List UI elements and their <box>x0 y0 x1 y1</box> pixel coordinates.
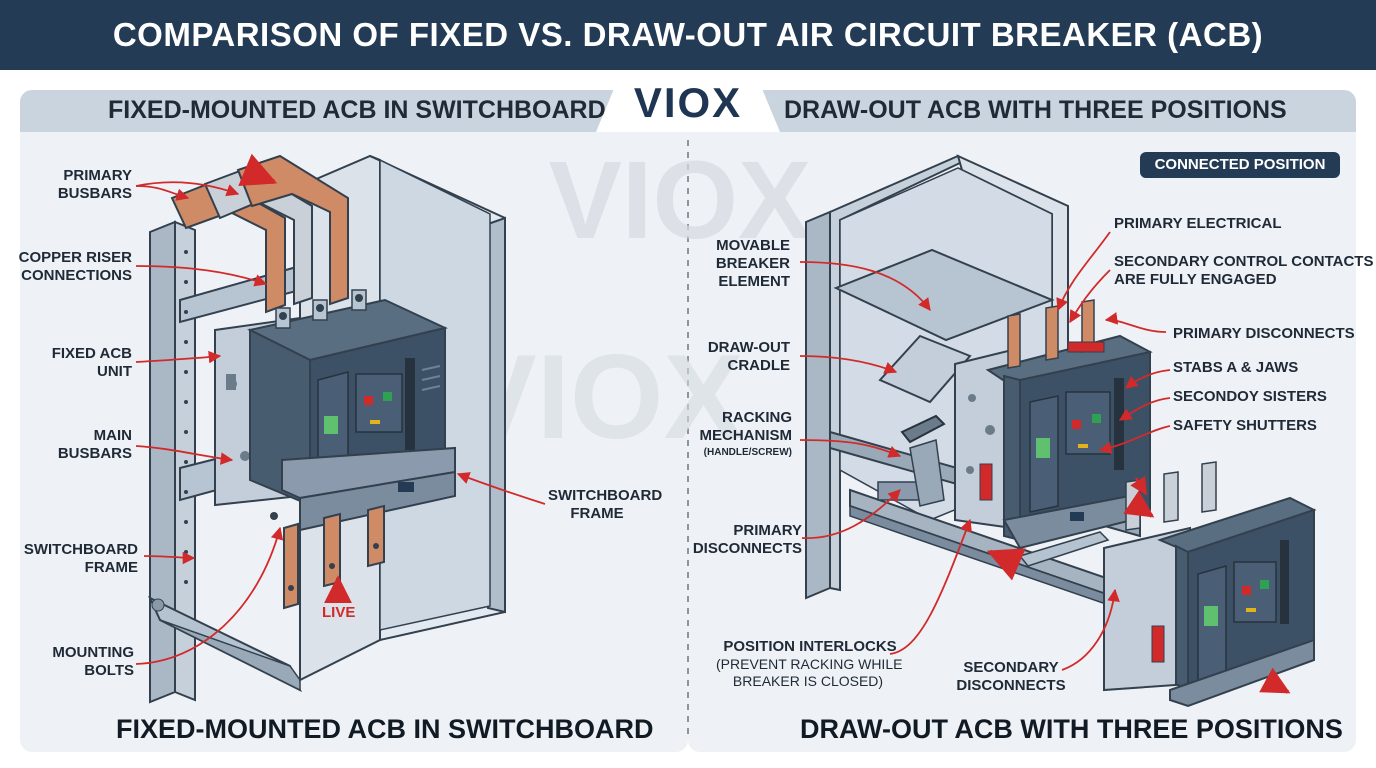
title-bar: COMPARISON OF FIXED VS. DRAW-OUT AIR CIR… <box>0 0 1376 123</box>
racking-handle <box>877 414 946 507</box>
label-secondary-disconnects: SECONDARY DISCONNECTS <box>956 659 1066 694</box>
page-title: COMPARISON OF FIXED VS. DRAW-OUT AIR CIR… <box>112 16 1264 123</box>
label-draw-out-cradle: DRAW-OUT CRADLE <box>707 339 790 374</box>
label-switchboard-frame-right: SWITCHBOARD FRAME <box>548 487 663 522</box>
watermark-top: VIOX <box>549 139 812 262</box>
movable-breaker-connected <box>954 299 1153 550</box>
label-mounting-bolts: MOUNTING BOLTS <box>52 644 134 679</box>
label-position-interlocks: POSITION INTERLOCKS <box>723 638 897 655</box>
left-leaders <box>135 153 546 665</box>
right-leaders <box>799 231 1291 694</box>
label-fixed-acb-unit: FIXED ACB UNIT <box>51 345 132 380</box>
label-secondary-control: SECONDARY CONTROL CONTACTS ARE FULLY ENG… <box>1114 253 1374 288</box>
frame-holes <box>184 250 188 584</box>
label-switchboard-frame-left: SWITCHBOARD FRAME <box>23 541 138 576</box>
label-stabs-jaws: STABS A & JAWS <box>1173 359 1299 376</box>
label-primary-disconnects-right: PRIMARY DISCONNECTS <box>1173 325 1355 342</box>
label-racking-sub: (HANDLE/SCREW) <box>703 447 792 458</box>
label-primary-electrical: PRIMARY ELECTRICAL <box>1114 215 1282 232</box>
right-panel-title: DRAW-OUT ACB WITH THREE POSITIONS <box>784 96 1287 124</box>
label-racking-mechanism: RACKING MECHANISM <box>699 409 793 444</box>
connected-position-badge: CONNECTED POSITION <box>1140 152 1340 178</box>
fixed-acb-unit <box>214 289 456 532</box>
label-secondoy-sisters: SECONDOY SISTERS <box>1173 388 1327 405</box>
label-live: LIVE <box>322 604 356 621</box>
label-main-busbars: MAIN BUSBARS <box>57 427 132 462</box>
label-primary-disconnects-left: PRIMARY DISCONNECTS <box>692 522 802 557</box>
main-busbars <box>270 504 385 610</box>
primary-busbars <box>170 154 349 314</box>
left-panel-title: FIXED-MOUNTED ACB IN SWITCHBOARD <box>108 96 606 124</box>
right-panel-footer: DRAW-OUT ACB WITH THREE POSITIONS <box>800 714 1343 744</box>
logo-tab <box>596 84 780 132</box>
label-position-interlocks-sub: (PREVENT RACKING WHILE BREAKER IS CLOSED… <box>716 656 903 689</box>
label-safety-shutters: SAFETY SHUTTERS <box>1173 417 1317 434</box>
label-copper-riser: COPPER RISER CONNECTIONS <box>18 249 132 284</box>
brand-logo: VIOX <box>633 79 743 126</box>
label-primary-busbars: PRIMARY BUSBARS <box>57 167 132 202</box>
movable-breaker-withdrawn <box>1103 461 1317 708</box>
label-movable-breaker: MOVABLE BREAKER ELEMENT <box>715 237 790 290</box>
left-panel-footer: FIXED-MOUNTED ACB IN SWITCHBOARD <box>116 714 654 744</box>
